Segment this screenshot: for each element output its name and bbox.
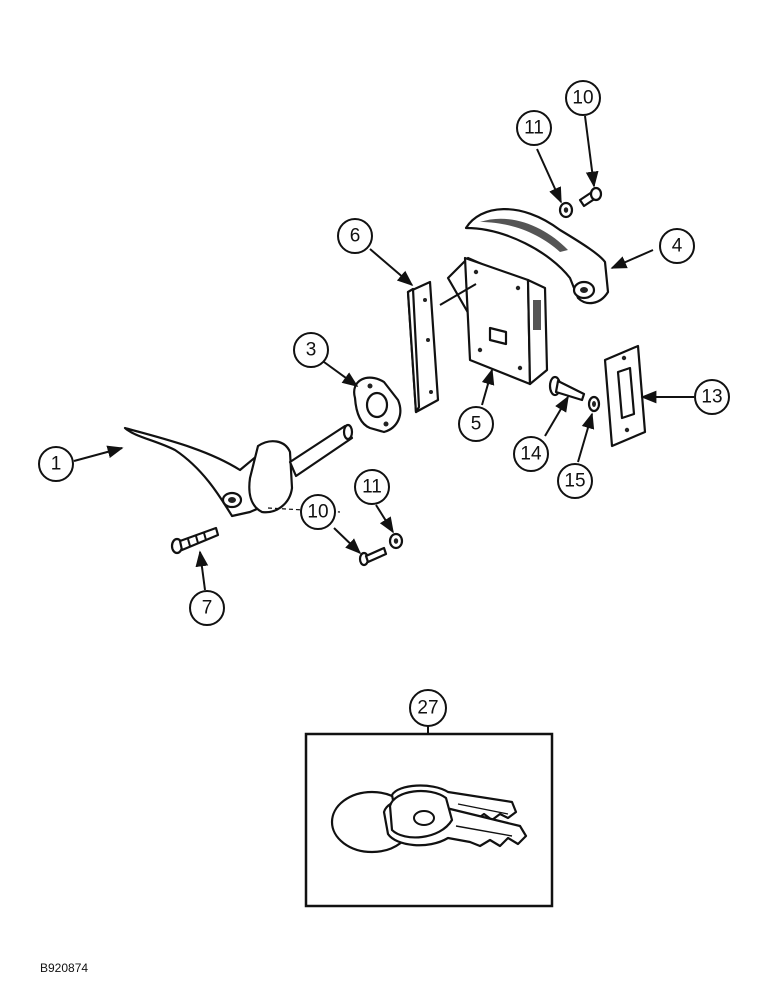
callout-13-label: 13	[701, 387, 722, 408]
screw-10-top	[578, 186, 603, 208]
callout-10-top: 10	[565, 80, 601, 116]
strike-screw	[548, 375, 586, 402]
callout-11-top-label: 11	[524, 118, 544, 139]
callout-11-bottom: 11	[354, 469, 390, 505]
callout-14-label: 14	[520, 444, 542, 465]
callout-11-bottom-label: 11	[362, 477, 382, 498]
escutcheon-plate	[353, 376, 402, 434]
callout-1: 1	[38, 446, 74, 482]
screw-10-bottom	[358, 546, 388, 567]
callout-5-label: 5	[471, 414, 482, 435]
figure-id: B920874	[40, 961, 88, 975]
callout-27-label: 27	[417, 698, 438, 719]
callout-10-top-label: 10	[572, 88, 593, 109]
inside-handle	[464, 208, 610, 305]
callout-15: 15	[557, 463, 593, 499]
gasket-plate	[406, 280, 440, 414]
key-hole	[413, 810, 435, 826]
callout-15-label: 15	[564, 471, 585, 492]
callout-27: 27	[409, 689, 447, 727]
key-set-inset	[304, 732, 554, 908]
callout-6-label: 6	[350, 226, 361, 247]
leader-lines	[73, 115, 694, 734]
callout-3: 3	[293, 332, 329, 368]
callout-4: 4	[659, 228, 695, 264]
handle-screw	[170, 526, 220, 555]
callout-10-bottom: 10	[300, 494, 336, 530]
strike-plate	[603, 344, 647, 448]
callout-1-label: 1	[51, 454, 62, 475]
callout-7-label: 7	[202, 598, 213, 619]
washer-11-bottom	[388, 532, 404, 550]
callout-10-bottom-label: 10	[307, 502, 328, 523]
callout-3-label: 3	[306, 340, 317, 361]
callout-14: 14	[513, 436, 549, 472]
callout-13: 13	[694, 379, 730, 415]
callout-4-label: 4	[672, 236, 683, 257]
callout-6: 6	[337, 218, 373, 254]
lock-washer-15	[587, 395, 601, 413]
callout-11-top: 11	[516, 110, 552, 146]
callout-7: 7	[189, 590, 225, 626]
callout-5: 5	[458, 406, 494, 442]
outside-handle	[123, 423, 354, 518]
lock-body	[439, 256, 549, 386]
washer-11-top	[558, 201, 574, 219]
